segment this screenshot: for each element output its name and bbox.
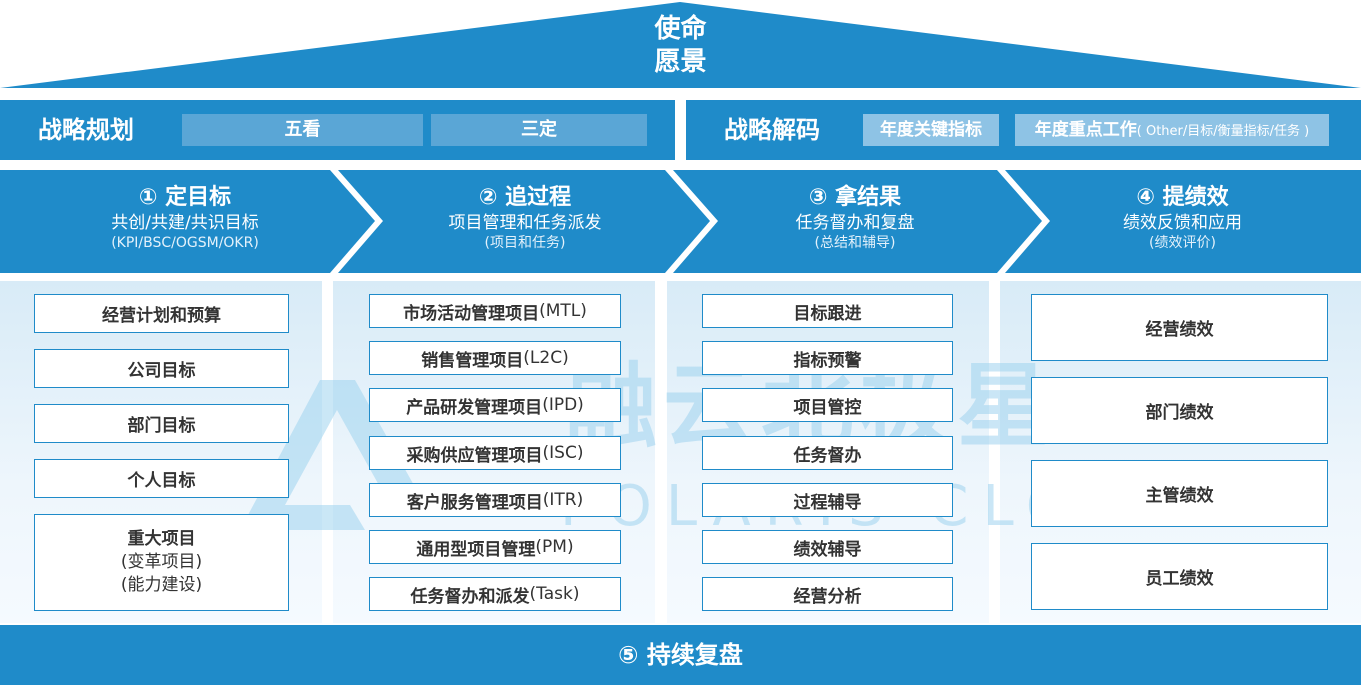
stage-1: ① 定目标 共创/共建/共识目标 (KPI/BSC/OGSM/OKR) — [40, 170, 330, 252]
stage-4-subtitle: 绩效反馈和应用 — [1123, 213, 1242, 233]
stage-1-note: (KPI/BSC/OGSM/OKR) — [111, 235, 259, 251]
strategy-planning-title: 战略规划 — [38, 116, 134, 144]
col2-item: 市场活动管理项目 (MTL) — [369, 294, 621, 328]
col1-item: 个人目标 — [34, 459, 289, 498]
stage-3-subtitle: 任务督办和复盘 — [795, 213, 915, 233]
annual-key-work-note: ( Other/目标/衡量指标/任务 ) — [1136, 124, 1310, 139]
stage-3-chevron — [673, 170, 1042, 273]
col4-item: 员工绩效 — [1031, 543, 1328, 610]
major-projects-note-2: (能力建设) — [120, 575, 203, 595]
col2-item: 任务督办和派发 (Task) — [369, 577, 621, 611]
col2-item: 客户服务管理项目(ITR) — [369, 483, 621, 517]
stage-2-subtitle: 项目管理和任务派发 — [448, 213, 602, 233]
stage-2-chevron — [338, 170, 710, 273]
stage-4-chevron — [1005, 170, 1361, 273]
three-set-chip: 三定 — [431, 114, 647, 146]
stage-chevrons — [0, 170, 1361, 273]
stage-2: ② 追过程 项目管理和任务派发 (项目和任务) — [390, 170, 660, 252]
annual-key-work-label: 年度重点工作 — [1034, 120, 1137, 140]
stage-4-note: (绩效评价) — [1149, 235, 1216, 251]
stage-3: ③ 拿结果 任务督办和复盘 (总结和辅导) — [720, 170, 990, 252]
col3-item: 任务督办 — [702, 436, 953, 470]
stage-1-subtitle: 共创/共建/共识目标 — [111, 213, 259, 233]
five-look-chip: 五看 — [182, 114, 423, 146]
col2-item: 产品研发管理项目(IPD) — [369, 388, 621, 422]
major-projects-title: 重大项目 — [127, 529, 196, 549]
col4-item: 部门绩效 — [1031, 377, 1328, 444]
major-projects-box: 重大项目 (变革项目) (能力建设) — [34, 514, 289, 611]
stage-2-title: ② 追过程 — [478, 185, 572, 210]
roof-shape — [0, 2, 1361, 88]
col4-item: 主管绩效 — [1031, 460, 1328, 527]
col2-item: 采购供应管理项目(ISC) — [369, 436, 621, 470]
col3-item: 项目管控 — [702, 388, 953, 422]
col3-item: 过程辅导 — [702, 483, 953, 517]
col1-item: 公司目标 — [34, 349, 289, 388]
col3-item: 指标预警 — [702, 341, 953, 375]
strategy-decoding-band: 战略解码 年度关键指标 年度重点工作( Other/目标/衡量指标/任务 ) — [686, 100, 1361, 160]
stage-4: ④ 提绩效 绩效反馈和应用 (绩效评价) — [1060, 170, 1305, 252]
col1-item: 经营计划和预算 — [34, 294, 289, 333]
stage-2-note: (项目和任务) — [484, 235, 566, 251]
col3-item: 目标跟进 — [702, 294, 953, 328]
mission-label: 使命 — [654, 14, 707, 44]
stage-3-note: (总结和辅导) — [814, 235, 896, 251]
annual-key-work-chip: 年度重点工作( Other/目标/衡量指标/任务 ) — [1015, 114, 1329, 146]
col4-item: 经营绩效 — [1031, 294, 1328, 361]
stage-1-chevron — [0, 170, 375, 273]
continuous-review-footer: ⑤ 持续复盘 — [0, 625, 1361, 685]
stage-4-title: ④ 提绩效 — [1136, 185, 1229, 210]
col1-item: 部门目标 — [34, 404, 289, 443]
annual-key-indicators-chip: 年度关键指标 — [863, 114, 999, 146]
col3-item: 经营分析 — [702, 577, 953, 611]
major-projects-note-1: (变革项目) — [120, 552, 203, 572]
col3-item: 绩效辅导 — [702, 530, 953, 564]
stage-3-title: ③ 拿结果 — [808, 185, 902, 210]
stage-1-title: ① 定目标 — [138, 185, 232, 210]
col2-item: 销售管理项目(L2C) — [369, 341, 621, 375]
strategy-decoding-title: 战略解码 — [724, 116, 820, 144]
vision-label: 愿景 — [654, 47, 707, 77]
col2-item: 通用型项目管理 (PM) — [369, 530, 621, 564]
strategy-planning-band: 战略规划 五看 三定 — [0, 100, 675, 160]
